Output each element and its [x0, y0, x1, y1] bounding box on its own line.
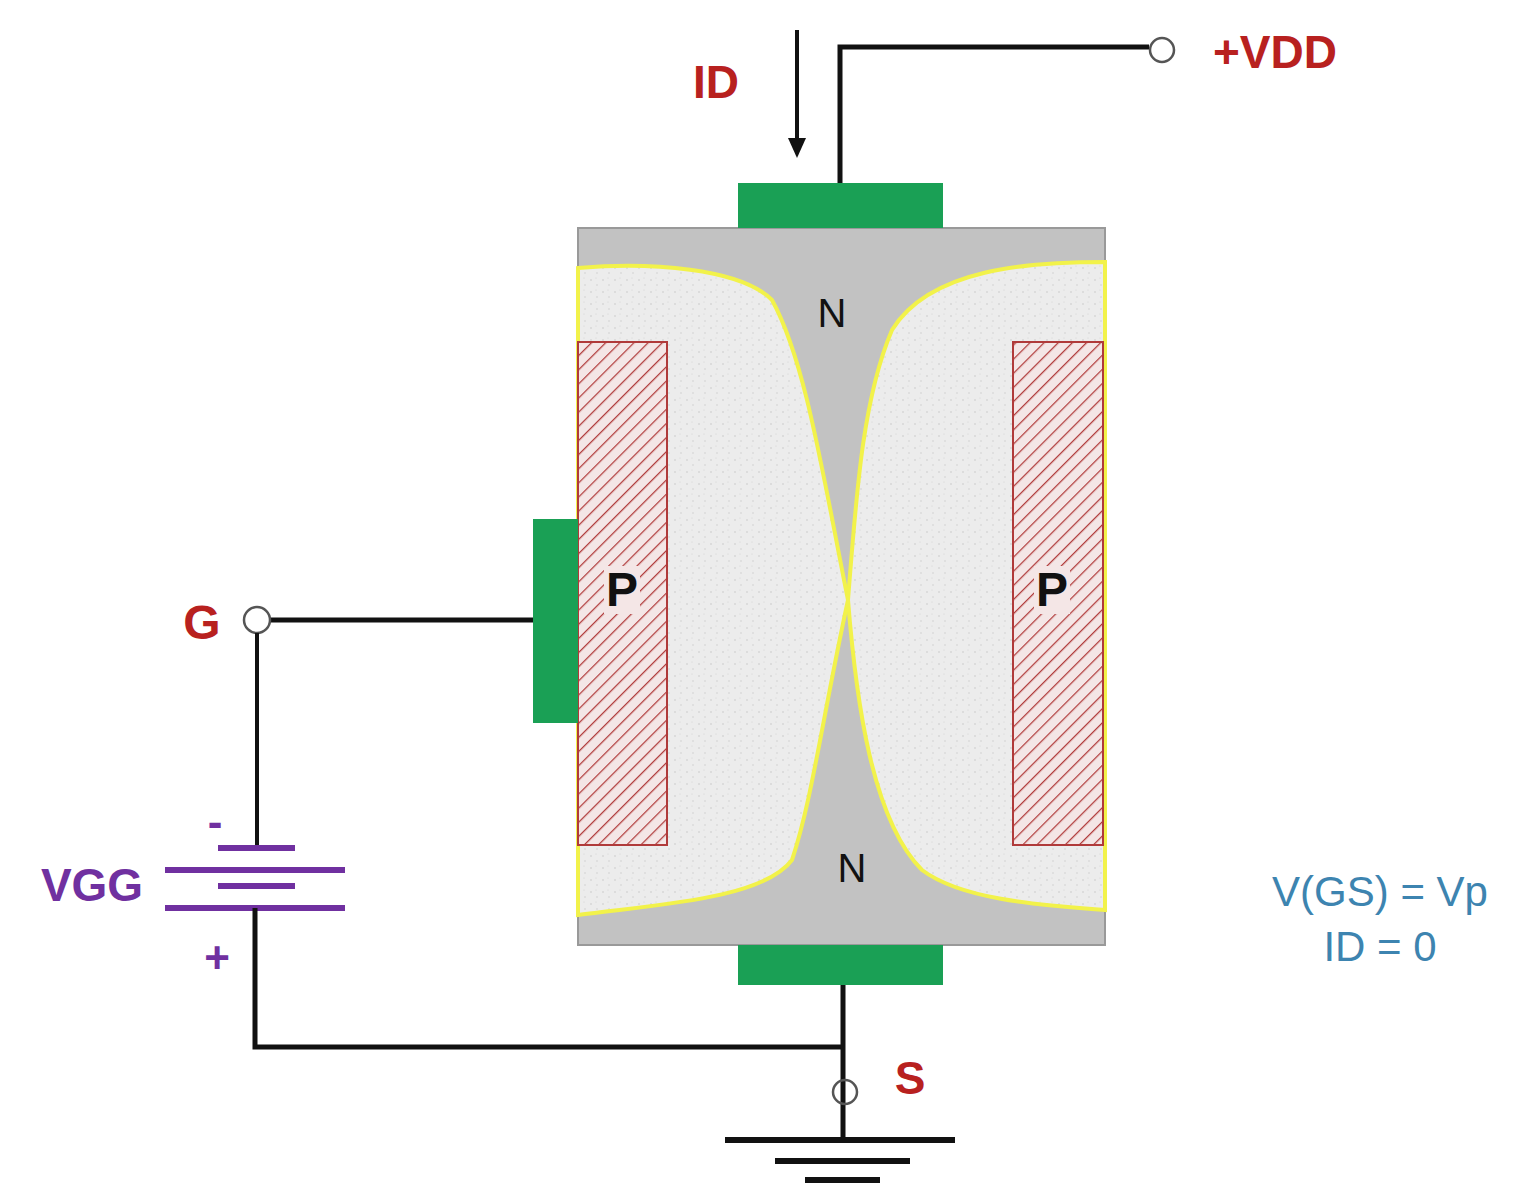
region-label: P: [604, 566, 640, 614]
n-channel-body: [578, 228, 1105, 945]
depletion-region: [578, 266, 848, 915]
drain-electrode: [738, 183, 943, 228]
polarity-sign: +: [204, 936, 230, 980]
p-region: [578, 342, 667, 845]
p-gate-region: P: [1013, 342, 1103, 845]
region-label: P: [1034, 566, 1070, 614]
terminal: [244, 607, 270, 633]
terminal-label: G: [183, 599, 220, 647]
n-channel-region: N N P P: [578, 228, 1105, 945]
terminal: [833, 1080, 857, 1104]
supply-label: +VDD: [1213, 29, 1337, 75]
current-label: ID: [693, 59, 739, 105]
arrow-head: [788, 138, 806, 158]
terminal: [1150, 38, 1174, 62]
battery-symbol: [218, 845, 295, 851]
battery-label: VGG: [41, 862, 143, 908]
source-wire: [255, 908, 843, 1047]
current-arrow: [795, 30, 799, 140]
p-region: [1013, 342, 1103, 845]
gate-electrode: [533, 519, 578, 723]
region-label: N: [838, 848, 867, 888]
region-label: N: [818, 293, 847, 333]
ground-symbol: [725, 1137, 955, 1143]
condition-note: V(GS) = Vp: [1272, 871, 1488, 913]
condition-note: ID = 0: [1323, 926, 1436, 968]
source-wire: [841, 985, 846, 1140]
drain-wire: [840, 47, 1149, 185]
gate-wire: [255, 633, 259, 848]
source-electrode: [738, 945, 943, 985]
polarity-sign: -: [208, 800, 223, 844]
terminal-label: S: [895, 1055, 926, 1101]
p-gate-region: P: [578, 342, 667, 845]
gate-wire: [270, 618, 533, 623]
battery-symbol: [165, 867, 345, 873]
battery-symbol: [218, 883, 295, 889]
ground-symbol: [775, 1158, 910, 1164]
depletion-region: [848, 262, 1105, 910]
ground-symbol: [805, 1177, 880, 1183]
